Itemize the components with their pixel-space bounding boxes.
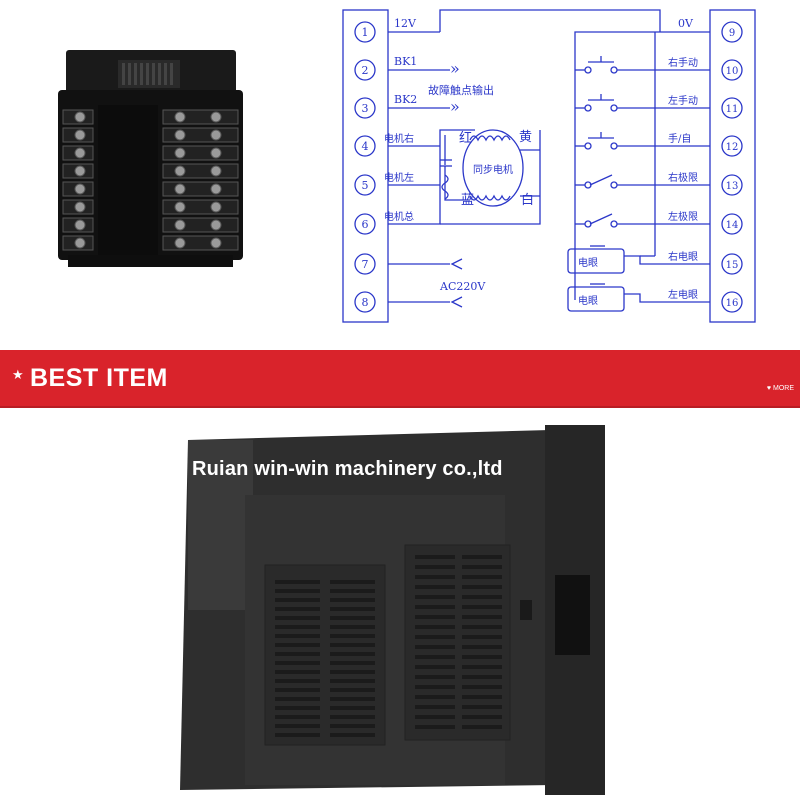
star-icon: ★ <box>12 368 24 383</box>
switch-label-1: 右手动 <box>668 56 698 69</box>
terminal-2 <box>354 59 376 81</box>
terminal-6 <box>354 213 376 235</box>
banner-divider <box>0 406 800 408</box>
terminal-8 <box>354 291 376 313</box>
terminal-11 <box>721 97 743 119</box>
eye-terminal-label-right: 右电眼 <box>668 250 698 263</box>
bk2-arrow: » <box>450 97 460 116</box>
terminal-12 <box>721 135 743 157</box>
bk1-label: BK1 <box>394 55 417 68</box>
wire-red-label: 红 <box>459 130 472 146</box>
zero-label: 0V <box>678 17 694 30</box>
terminal-14 <box>721 213 743 235</box>
terminal-9 <box>721 21 743 43</box>
terminal-4 <box>354 135 376 157</box>
ac220v-label: AC220V <box>439 280 486 293</box>
terminal-block-photo <box>58 50 243 267</box>
terminal-label-15: 15 <box>726 260 739 271</box>
eye-label-right: 电眼 <box>578 256 598 269</box>
terminal-3 <box>354 97 376 119</box>
terminal-label-9: 9 <box>729 28 735 39</box>
wire-yellow-label: 黄 <box>519 130 532 145</box>
more-link[interactable]: ♥ MORE <box>767 385 794 392</box>
terminal-15 <box>721 253 743 275</box>
banner-title: BEST ITEM <box>30 364 168 392</box>
bk1-arrow: » <box>450 59 460 78</box>
motor-left-label: 电机左 <box>384 171 414 184</box>
motor-right-label: 电机右 <box>384 132 414 145</box>
best-item-banner <box>0 350 800 406</box>
terminal-16 <box>721 291 743 313</box>
terminal-label-7: 7 <box>362 258 369 271</box>
terminal-5 <box>354 174 376 196</box>
controller-side-photo <box>180 425 605 795</box>
bk2-label: BK2 <box>394 93 417 106</box>
switch-label-4: 右极限 <box>668 171 698 184</box>
motor-common-label: 电机总 <box>384 210 414 223</box>
terminal-13 <box>721 174 743 196</box>
more-label: MORE <box>773 385 794 392</box>
terminal-1 <box>354 21 376 43</box>
terminal-label-5: 5 <box>362 179 369 192</box>
terminal-label-2: 2 <box>362 64 369 77</box>
switch-label-3: 手/自 <box>668 132 691 145</box>
wire-blue-label: 蓝 <box>461 193 474 208</box>
heart-icon: ♥ <box>766 385 771 392</box>
eye-label-left: 电眼 <box>578 294 598 307</box>
terminal-label-3: 3 <box>362 102 369 115</box>
terminal-label-11: 11 <box>726 104 739 115</box>
terminal-label-8: 8 <box>362 296 369 309</box>
terminal-label-1: 1 <box>362 26 369 39</box>
terminal-label-6: 6 <box>362 218 369 231</box>
terminal-label-12: 12 <box>726 142 739 153</box>
terminal-label-14: 14 <box>726 220 739 231</box>
terminal-label-16: 16 <box>726 298 739 309</box>
terminal-10 <box>721 59 743 81</box>
watermark-text: Ruian win-win machinery co.,ltd <box>192 458 503 480</box>
terminal-label-13: 13 <box>726 181 739 192</box>
terminal-label-10: 10 <box>726 66 739 77</box>
eye-terminal-label-left: 左电眼 <box>668 288 698 301</box>
motor-name: 同步电机 <box>473 163 513 176</box>
terminal-label-4: 4 <box>362 140 369 153</box>
power-label: 12V <box>394 17 417 30</box>
switch-label-2: 左手动 <box>668 94 698 107</box>
fault-output-label: 故障触点输出 <box>428 83 494 97</box>
terminal-7 <box>354 253 376 275</box>
switch-label-5: 左极限 <box>668 210 698 223</box>
wire-white-label: 白 <box>521 192 534 208</box>
